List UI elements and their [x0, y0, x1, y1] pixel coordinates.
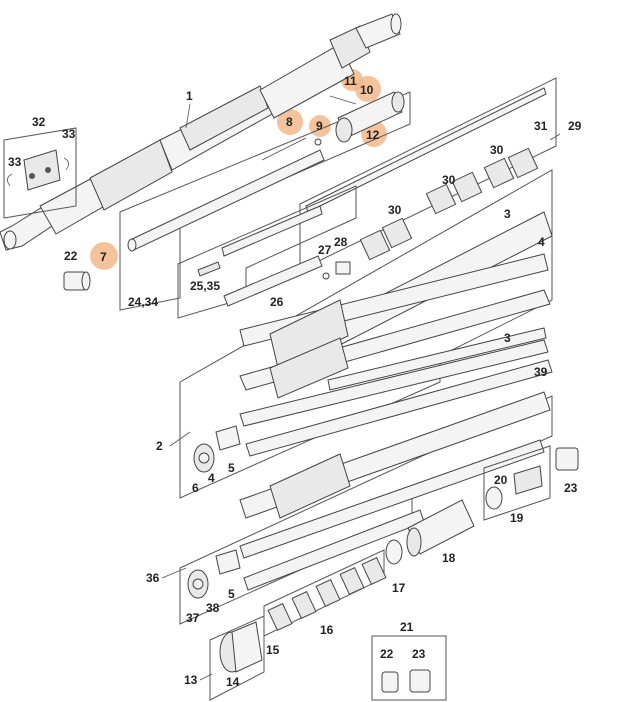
label-39: 39 [534, 365, 548, 379]
shaft-assembly-1 [0, 13, 402, 251]
label-37: 37 [186, 611, 200, 625]
label-33a: 33 [8, 155, 22, 169]
label-30c: 30 [388, 203, 402, 217]
cap-23-set [409, 669, 431, 693]
label-6: 6 [192, 481, 199, 495]
label-21: 21 [400, 620, 414, 634]
nut-20 [513, 465, 543, 495]
sleeve-5a [215, 425, 241, 451]
frame-part-19 [483, 445, 551, 521]
ring-27 [322, 272, 330, 280]
housing-14 [219, 621, 263, 673]
label-8: 8 [286, 115, 293, 129]
coupling-37 [187, 569, 209, 599]
label-29: 29 [568, 119, 582, 133]
label-18: 18 [442, 551, 456, 565]
label-27: 27 [318, 243, 332, 257]
label-30a: 30 [490, 143, 504, 157]
label-22b: 22 [380, 647, 394, 661]
label-17: 17 [392, 581, 406, 595]
tube-4-top [239, 253, 549, 369]
cap-22-set [381, 671, 399, 693]
bearings-30 [359, 147, 539, 261]
label-26: 26 [270, 295, 284, 309]
washer-9 [314, 138, 322, 146]
highlight-7[interactable] [90, 242, 118, 270]
label-36: 36 [146, 571, 160, 585]
frame-shaft-26 [177, 185, 357, 319]
tube-7 [127, 149, 325, 252]
cap-22 [63, 271, 91, 291]
frame-rod-29 [299, 77, 557, 271]
tube-assembly-2 [239, 289, 553, 457]
clip-assembly [7, 149, 69, 191]
label-4b: 4 [208, 471, 215, 485]
label-30b: 30 [442, 173, 456, 187]
label-33b: 33 [62, 127, 76, 141]
sleeve-28 [335, 261, 351, 275]
shaft-26 [221, 205, 323, 307]
cap-23-right [555, 447, 579, 471]
label-25-35: 25,35 [190, 279, 220, 293]
label-15: 15 [266, 643, 280, 657]
frame-tube-2 [179, 169, 553, 499]
coupling-6 [193, 443, 215, 473]
highlight-8[interactable] [277, 109, 303, 135]
label-31: 31 [534, 119, 548, 133]
label-28: 28 [334, 235, 348, 249]
label-13: 13 [184, 673, 198, 687]
label-4a: 4 [538, 235, 545, 249]
label-23b: 23 [412, 647, 426, 661]
housing-18 [406, 499, 475, 557]
label-10: 10 [360, 83, 374, 97]
label-12: 12 [366, 128, 380, 142]
spring-25-35 [197, 261, 221, 277]
label-22a: 22 [64, 249, 78, 263]
clamp-10-12 [329, 91, 405, 143]
frame-clip-set [3, 127, 77, 219]
rod-29 [305, 87, 547, 213]
label-5b: 5 [228, 587, 235, 601]
frame-part-13 [209, 615, 265, 701]
label-32: 32 [32, 115, 46, 129]
tube-assembly-36 [239, 391, 551, 591]
ring-17 [385, 539, 403, 565]
label-2: 2 [156, 439, 163, 453]
label-7: 7 [100, 250, 107, 264]
frame-set-21 [371, 635, 447, 701]
label-1: 1 [186, 89, 193, 103]
label-24-34: 24,34 [128, 295, 158, 309]
label-3b: 3 [504, 331, 511, 345]
label-9: 9 [316, 119, 323, 133]
label-3a: 3 [504, 207, 511, 221]
label-5a: 5 [228, 461, 235, 475]
label-23a: 23 [564, 481, 578, 495]
ring-19 [485, 486, 503, 510]
label-14: 14 [226, 675, 240, 689]
label-20: 20 [494, 473, 508, 487]
label-19: 19 [510, 511, 524, 525]
pin-8 [261, 137, 307, 161]
label-38: 38 [206, 601, 220, 615]
label-16: 16 [320, 623, 334, 637]
rollers-16 [267, 556, 387, 632]
label-11: 11 [344, 74, 357, 88]
frame-tube-36 [179, 395, 553, 625]
sleeve-5b [215, 549, 241, 575]
